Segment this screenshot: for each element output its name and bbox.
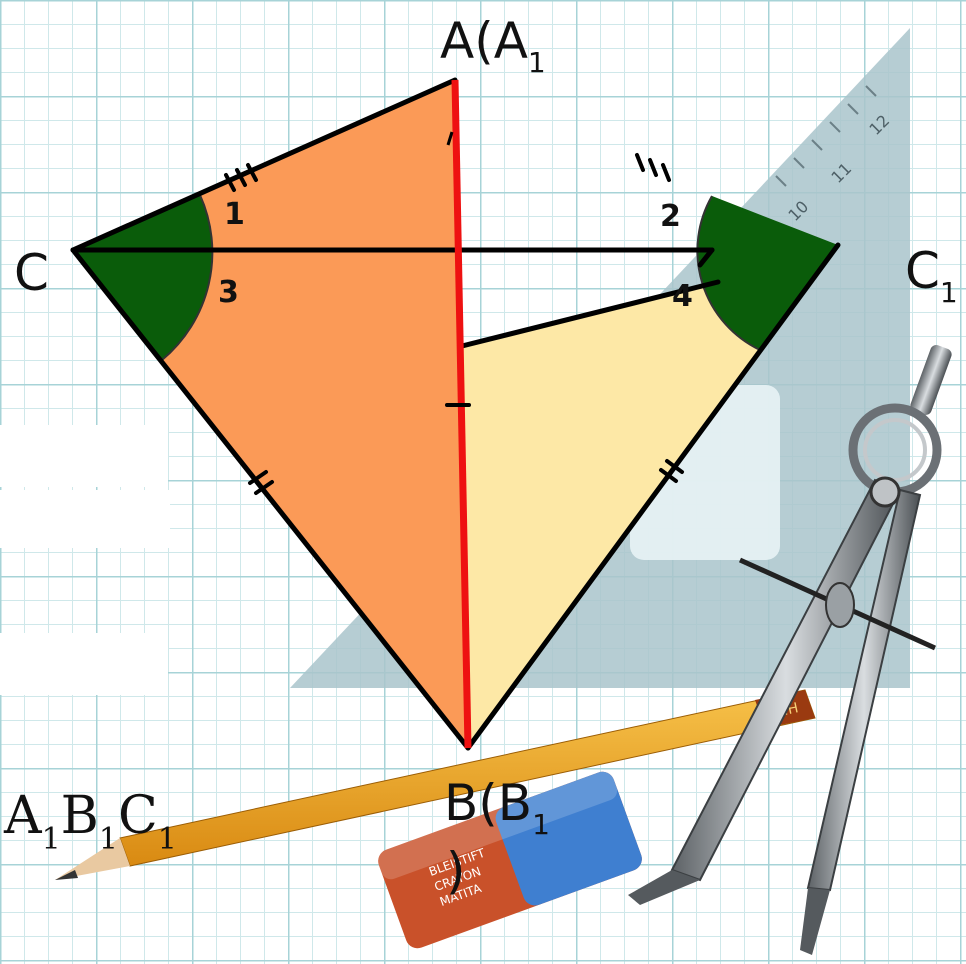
- label-point-b-sub: 1: [532, 808, 550, 841]
- compass: [628, 345, 952, 955]
- angle-label-4: 4: [672, 279, 693, 314]
- label-point-c: C: [14, 248, 49, 298]
- triangle-name-part: A: [4, 786, 42, 846]
- label-point-c1-main: C: [905, 242, 940, 300]
- label-point-c1: C1: [905, 246, 958, 307]
- triangle-name-sub: 1: [41, 822, 61, 857]
- triangle-name-sub: 1: [98, 822, 118, 857]
- cover-block: [0, 633, 168, 695]
- label-point-a: A(A1: [440, 16, 546, 77]
- label-point-b-main: B(B: [444, 774, 533, 832]
- tick-mark: [665, 459, 684, 474]
- triangle-name-part: C: [117, 786, 158, 846]
- tick-mark: [254, 480, 274, 495]
- label-point-c1-sub: 1: [939, 276, 958, 309]
- triangle-name-label: A1B1C1: [4, 790, 177, 855]
- label-point-b: B(B1: [444, 778, 550, 839]
- tick-mark: [661, 163, 671, 182]
- side-ac: [70, 77, 458, 253]
- cover-block: [0, 490, 170, 548]
- cover-block: [0, 425, 168, 487]
- label-point-a-sub: 1: [527, 46, 546, 79]
- label-point-a-main: A(A: [440, 12, 528, 70]
- tick-mark: [635, 153, 645, 172]
- axis-ab: [451, 79, 472, 749]
- side-cb: [70, 247, 471, 751]
- triangle-a1b1c1-visible: [462, 282, 760, 748]
- angle-sector-c1: [697, 196, 838, 350]
- label-point-c-main: C: [14, 244, 49, 302]
- side-bc1: [465, 242, 841, 751]
- tick-mark: [248, 470, 268, 485]
- label-point-b-paren-text: ): [446, 842, 466, 900]
- angle-label-1: 1: [224, 197, 245, 232]
- angle-label-2: 2: [660, 199, 681, 234]
- segment-a1-c1: [459, 279, 721, 349]
- label-point-b-paren: ): [446, 846, 466, 896]
- eraser: BLEISTIFT CRAYON MATITA: [377, 771, 642, 949]
- tick-mark: [659, 468, 678, 483]
- triangle-name-sub: 1: [157, 822, 177, 857]
- triangle-name-part: B: [60, 786, 99, 846]
- tick-mark: [235, 168, 247, 187]
- tick-mark: [246, 163, 258, 182]
- tick-mark: [224, 173, 236, 192]
- segment-c1-a: [697, 247, 715, 268]
- angle-label-3: 3: [218, 275, 239, 310]
- tick-mark: [648, 158, 658, 177]
- angle-arc-a: [446, 131, 454, 146]
